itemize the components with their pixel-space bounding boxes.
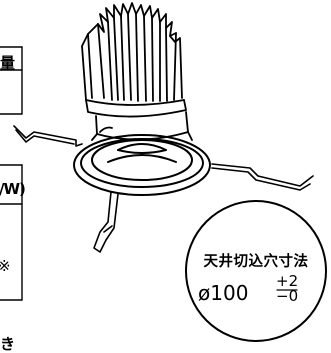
table-text-fragment-bottom: き bbox=[0, 335, 16, 353]
diameter-value: 100 bbox=[210, 281, 249, 305]
tolerance-plus: +2 bbox=[276, 272, 299, 290]
cutout-title: 天井切込穴寸法 bbox=[203, 254, 309, 270]
cutout-diameter: ø100 bbox=[198, 281, 248, 305]
cutout-callout-circle bbox=[185, 200, 327, 342]
tolerance-minus: −0 bbox=[276, 287, 299, 305]
cutout-dimension: ø100 +2 −0 bbox=[196, 270, 316, 310]
left-table-frame bbox=[0, 46, 23, 301]
trim-flange bbox=[73, 134, 211, 196]
heatsink bbox=[81, 2, 187, 118]
table-note-mark: ※ bbox=[0, 259, 11, 274]
cutout-tolerance: +2 −0 bbox=[276, 274, 298, 304]
table-header-fragment-top: 量 bbox=[0, 54, 16, 72]
diameter-symbol: ø bbox=[198, 281, 211, 305]
table-header-fragment-middle: /W) bbox=[0, 180, 26, 198]
mounting-springs bbox=[13, 125, 314, 253]
